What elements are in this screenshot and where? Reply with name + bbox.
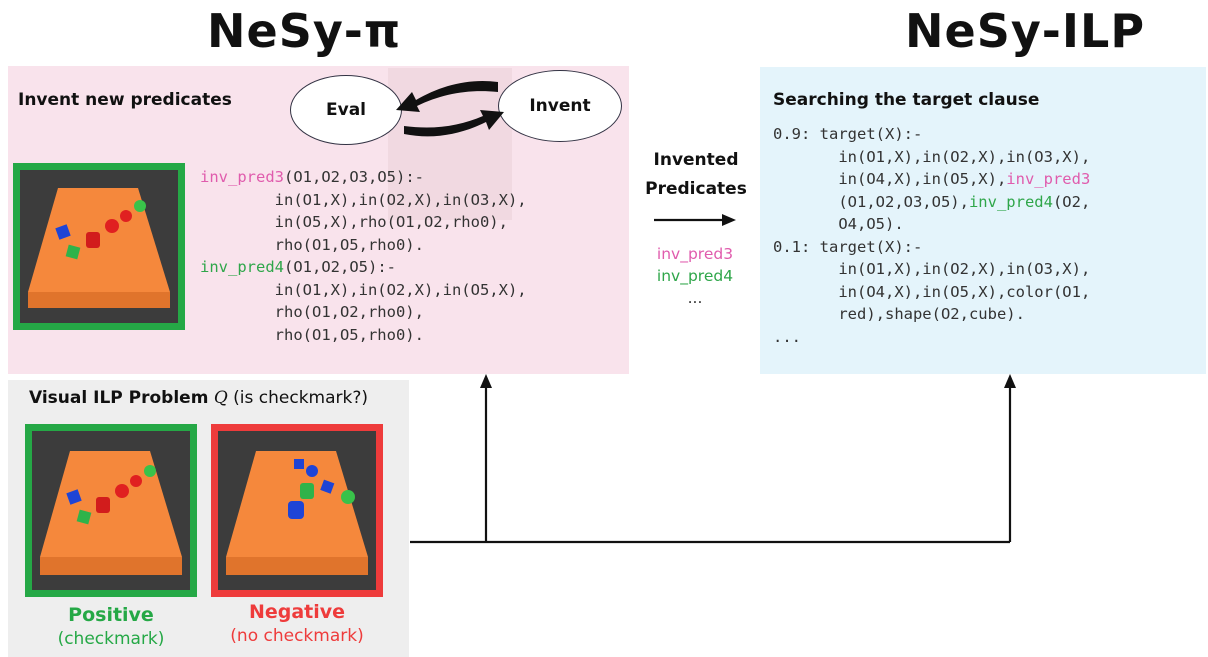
negative-sub: (no checkmark) [230,626,364,646]
code-line-5: (O1,O2,O5):- [284,258,396,276]
problem-heading: Visual ILP Problem Q (is checkmark?) [29,388,368,408]
clause2-line3: in(O4,X),in(O5,X),color(O1, [773,282,1091,301]
nesy-pi-title: NeSy-π [207,4,402,58]
clause1-head: 0.9: target(X):- [773,125,923,143]
clause1-line3: in(O4,X),in(O5,X), [773,170,1007,188]
search-heading: Searching the target clause [773,90,1040,110]
eval-label: Eval [326,100,366,120]
invent-label: Invent [529,96,591,116]
code-line-2: in(O1,X),in(O2,X),in(O3,X), [200,190,527,209]
clauses-ellipsis: ... [773,327,801,346]
invented-label-1: Invented [653,150,739,170]
invent-node: Invent [498,70,622,142]
invented-predicate-list: inv_pred3 inv_pred4 ... [636,243,754,309]
right-arrow [654,214,736,226]
pred-list-a: inv_pred3 [656,245,734,263]
code-pred3: inv_pred3 [200,168,284,186]
cycle-arrows [396,80,504,137]
code-line-6: in(O1,X),in(O2,X),in(O5,X), [200,280,527,299]
clause1-pred3: inv_pred3 [1006,170,1091,188]
arrow-eval-to-invent [404,110,504,137]
problem-heading-bold: Visual ILP Problem [29,388,209,408]
clause2-line4: red),shape(O2,cube). [773,305,1025,323]
pred-list-b: inv_pred4 [656,267,734,285]
clause1-line4-end: (O2, [1052,192,1091,211]
nesy-ilp-title: NeSy-ILP [905,4,1146,58]
clause1-pred4: inv_pred4 [968,192,1053,211]
clause2-line2: in(O1,X),in(O2,X),in(O3,X), [773,260,1091,278]
positive-label: Positive [68,604,154,626]
negative-caption: Negative (no checkmark) [205,601,389,646]
connector-arrows [410,374,1016,544]
pred-list-ellipsis: ... [687,289,703,307]
negative-scene-image [226,451,368,575]
target-clauses: 0.9: target(X):- in(O1,X),in(O2,X),in(O3… [773,123,1090,348]
problem-heading-rest: (is checkmark?) [227,388,369,408]
clause1-line5: O4,O5). [773,215,904,233]
scene-image-top [28,188,170,308]
invented-predicates-label: Invented Predicates [640,146,752,204]
code-line-1: (O1,O2,O3,O5):- [284,168,424,186]
code-pred4: inv_pred4 [200,258,284,276]
invent-heading: Invent new predicates [18,90,232,110]
clause2-head: 0.1: target(X):- [773,237,923,256]
search-panel [760,67,1206,374]
code-line-7: rho(O1,O2,rho0), [200,303,424,321]
positive-sub: (checkmark) [57,629,165,649]
positive-caption: Positive (checkmark) [25,604,197,649]
invented-predicates-code: inv_pred3(O1,O2,O3,O5):- in(O1,X),in(O2,… [200,166,527,346]
clause1-line2: in(O1,X),in(O2,X),in(O3,X), [773,147,1091,166]
invented-label-2: Predicates [645,179,747,199]
positive-scene-image [40,451,182,575]
code-line-4: rho(O1,O5,rho0). [200,235,424,254]
clause1-line4: (O1,O2,O3,O5), [773,192,969,211]
eval-node: Eval [290,75,402,145]
code-line-3: in(O5,X),rho(O1,O2,rho0), [200,213,508,231]
code-line-8: rho(O1,O5,rho0). [200,325,424,344]
negative-label: Negative [248,601,346,623]
negative-scene [211,424,383,597]
positive-scene-top [13,163,185,330]
arrow-invent-to-eval [396,80,498,112]
problem-symbol: Q [213,388,228,408]
positive-scene [25,424,197,597]
